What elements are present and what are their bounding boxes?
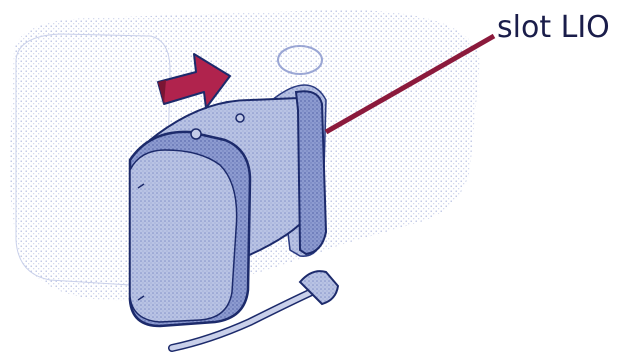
lio-module-button-left: [191, 129, 201, 139]
lio-module-button-right: [236, 114, 244, 122]
callout-label: slot LIO: [497, 10, 610, 46]
lio-module-end-cap: [130, 150, 237, 322]
lio-module-side-rail: [296, 91, 326, 254]
